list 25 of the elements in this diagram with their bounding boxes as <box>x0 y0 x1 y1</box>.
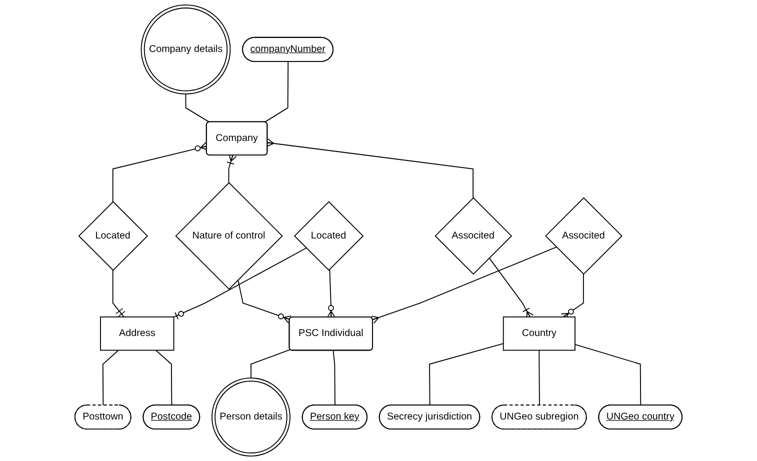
connector <box>112 270 126 318</box>
connector <box>155 350 172 406</box>
connector <box>250 349 291 378</box>
connector <box>185 93 210 123</box>
connector <box>327 268 336 318</box>
node-box: Address <box>100 316 174 351</box>
connector <box>173 248 307 320</box>
connector <box>266 138 474 198</box>
connector <box>538 350 540 406</box>
node-diamond: Associted <box>545 197 622 275</box>
connector <box>264 61 289 123</box>
node-diamond: Located <box>294 201 364 271</box>
connector <box>371 246 557 324</box>
connector <box>574 344 642 406</box>
connector <box>429 343 504 406</box>
connector <box>238 279 292 324</box>
connector <box>332 350 336 406</box>
connector <box>102 350 119 406</box>
node-diamond: Nature of control <box>175 182 283 290</box>
node-box: Country <box>502 316 576 351</box>
node-diamond: Associted <box>434 197 512 275</box>
node-circle: Company details <box>140 4 231 94</box>
connector <box>226 154 237 184</box>
node-circle: Person details <box>212 378 290 456</box>
node-diamond: Located <box>78 201 148 271</box>
